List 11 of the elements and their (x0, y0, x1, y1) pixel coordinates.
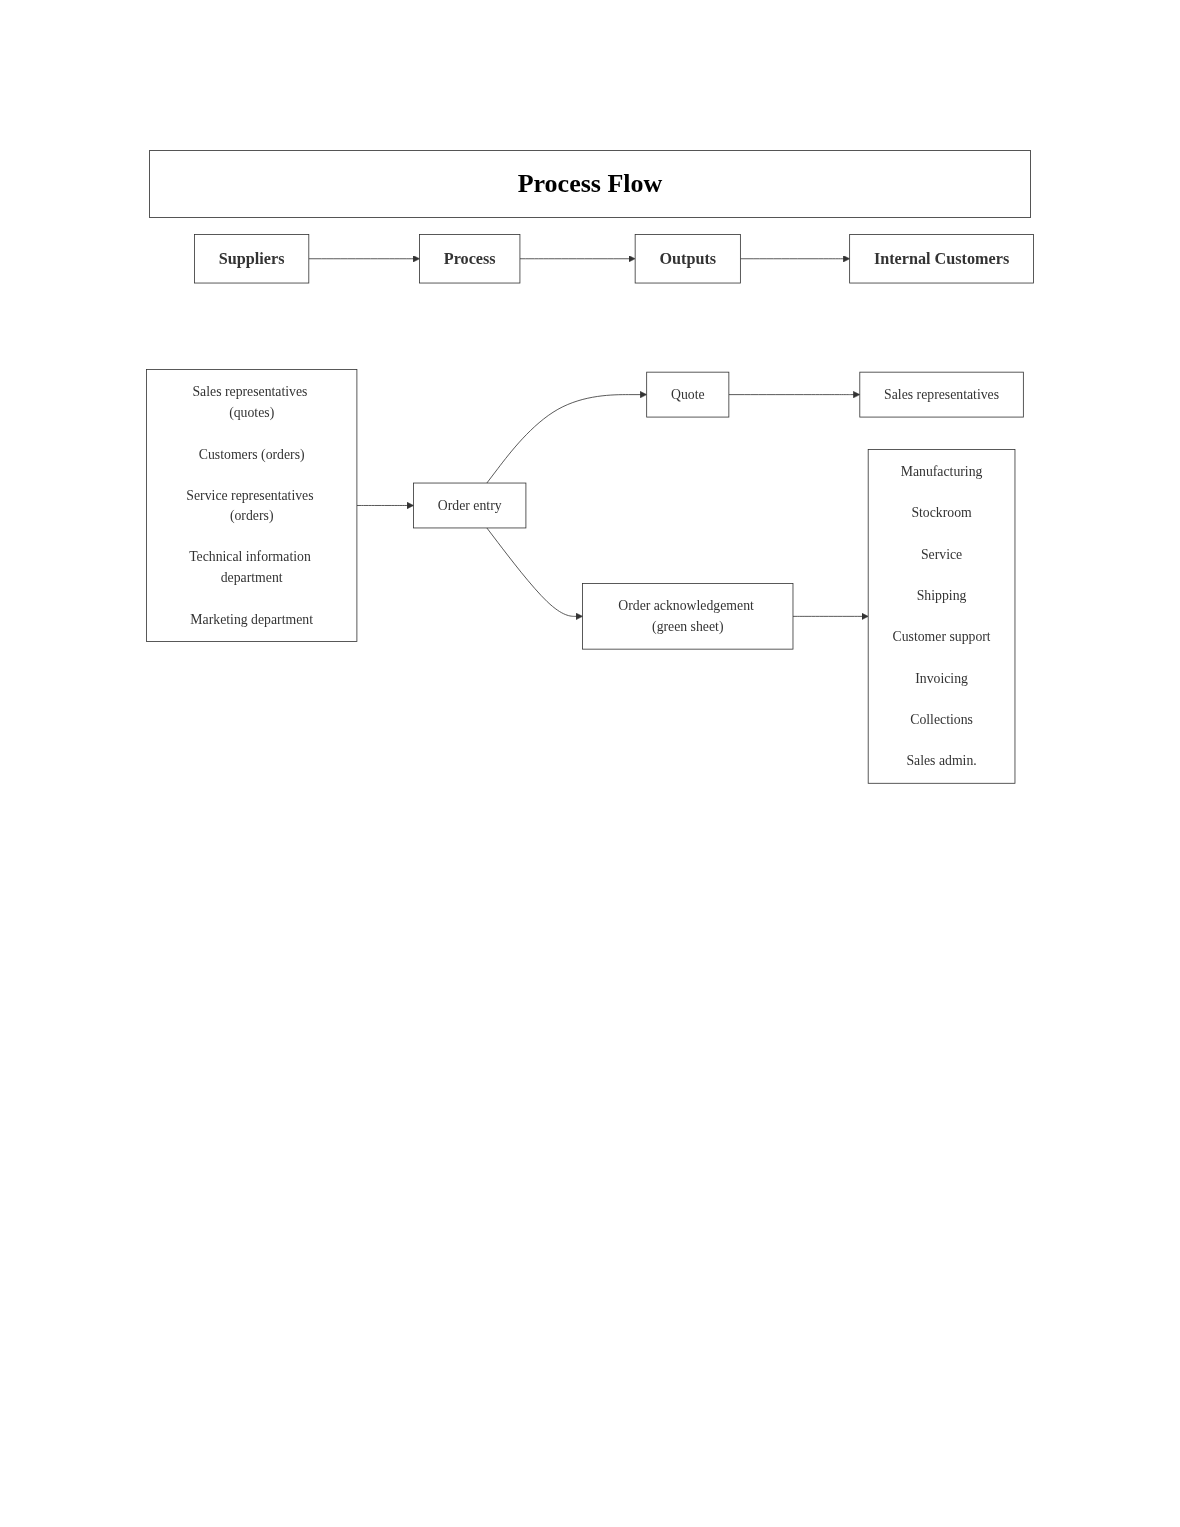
node-box: Order acknowledgement (green sheet) (582, 583, 794, 650)
node-box: Sales representatives (859, 371, 1024, 418)
node-box: Quote (646, 371, 730, 418)
node-box: Internal Customers (849, 234, 1034, 284)
title-box: Process Flow (149, 150, 1031, 218)
node-box: Process (419, 234, 521, 284)
node-box: Order entry (413, 482, 527, 529)
node-box: Outputs (634, 234, 741, 284)
node-box: Manufacturing Stockroom Service Shipping Customer support Invoicing Collections Sales admin. (867, 449, 1016, 784)
node-box: Sales representatives (quotes) Customers (orders) Service representatives (orders) Technical information department Marketing department (146, 369, 358, 642)
node-box: Suppliers (194, 234, 310, 284)
